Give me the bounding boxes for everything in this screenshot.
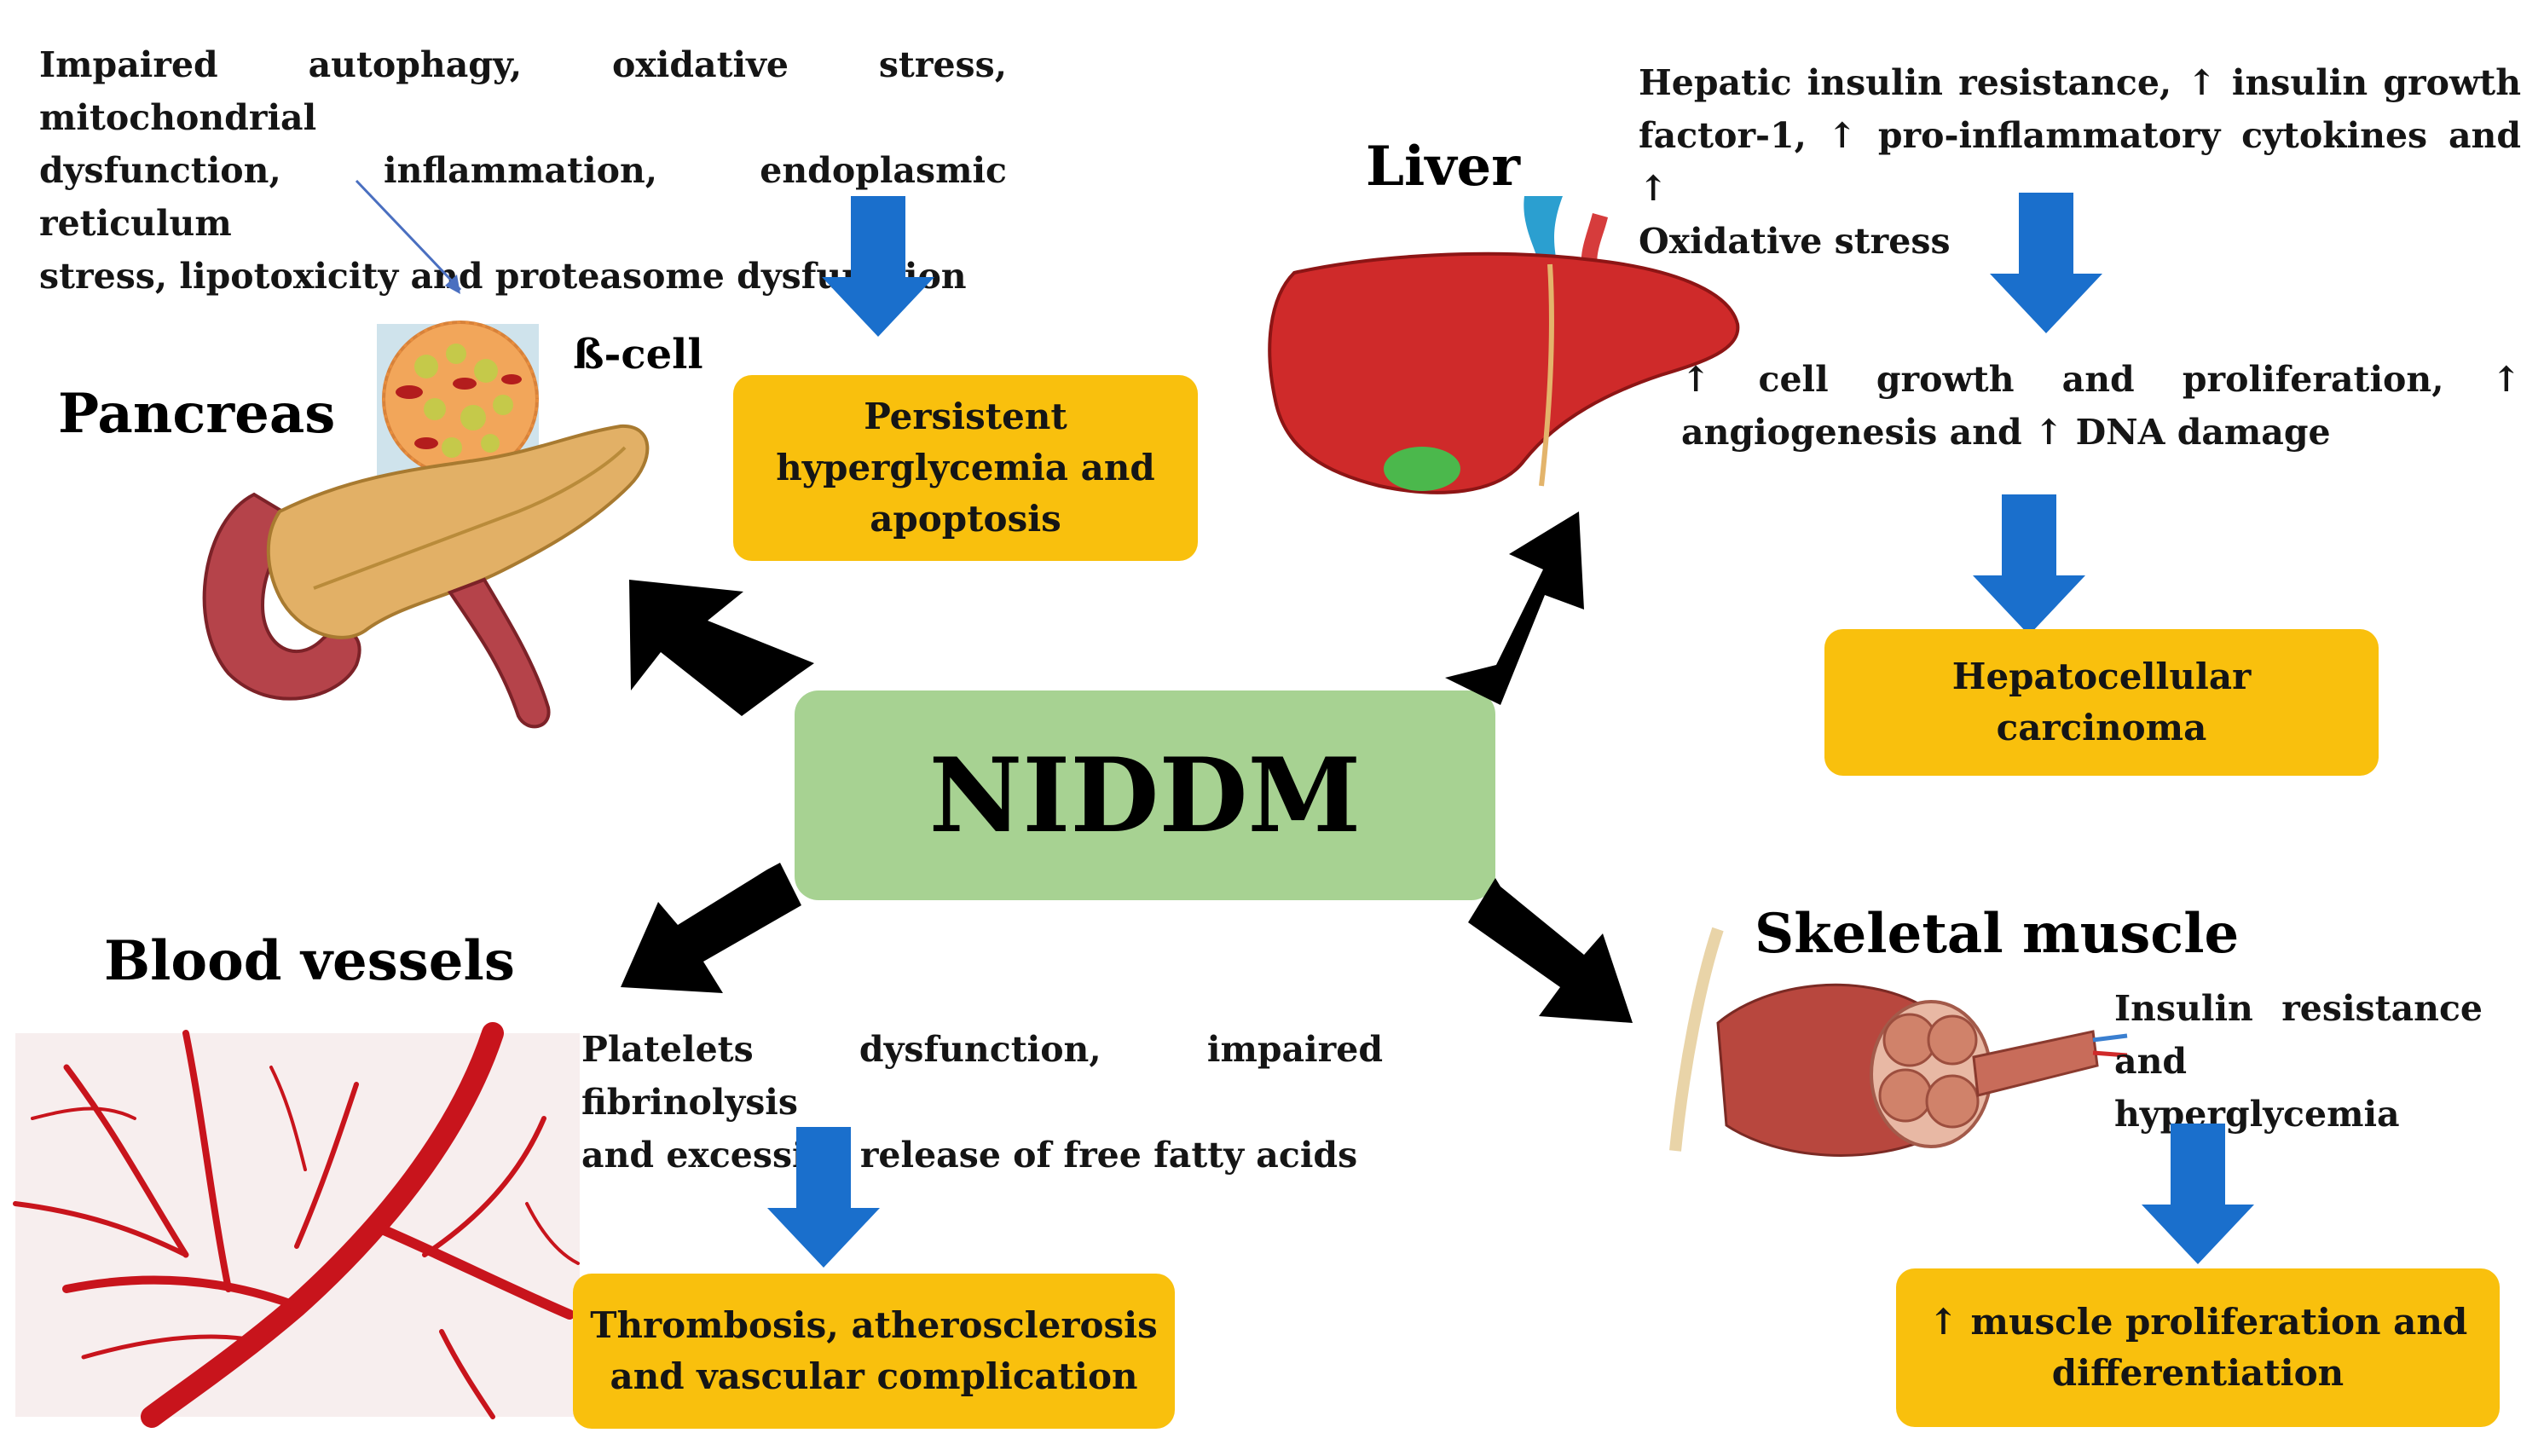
skeletal-muscle-outcome-box: ↑ muscle proliferation and differentiati… xyxy=(1896,1268,2500,1427)
liver-cause-line: Hepatic insulin resistance, ↑ insulin gr… xyxy=(1639,62,2521,103)
pancreas-cause-line: dysfunction, inflammation, endoplasmic r… xyxy=(39,150,1007,244)
liver-effect-line: angiogenesis and ↑ DNA damage xyxy=(1681,412,2331,453)
liver-outcome-box: Hepatocellular carcinoma xyxy=(1824,629,2379,776)
down-arrow-blood-vessels xyxy=(767,1127,880,1268)
arrow-to-liver-shape xyxy=(1445,511,1584,705)
liver-outcome-label: Hepatocellular carcinoma xyxy=(1951,656,2252,748)
skeletal-muscle-causes: Insulin resistance and hyperglycemia xyxy=(2114,982,2483,1141)
niddm-center-node: NIDDM xyxy=(795,690,1495,900)
liver-cause-line: factor-1, ↑ pro-inflammatory cytokines a… xyxy=(1639,115,2521,209)
down-arrow-liver-1 xyxy=(1990,193,2102,333)
liver-causes: Hepatic insulin resistance, ↑ insulin gr… xyxy=(1639,56,2521,268)
niddm-label: NIDDM xyxy=(928,735,1362,856)
liver-effects: ↑ cell growth and proliferation, ↑ angio… xyxy=(1681,353,2521,459)
blood-vessels-causes: Platelets dysfunction, impaired fibrinol… xyxy=(581,1023,1383,1182)
pancreas-outcome-box: Persistent hyperglycemia and apoptosis xyxy=(733,375,1198,561)
blood-vessels-outcome-box: Thrombosis, atherosclerosis and vascular… xyxy=(573,1274,1175,1429)
pancreas-causes: Impaired autophagy, oxidative stress, mi… xyxy=(39,38,1007,303)
arrow-to-muscle-shape xyxy=(1468,878,1633,1023)
liver-effect-line: ↑ cell growth and proliferation, ↑ xyxy=(1681,359,2521,400)
liver-cause-line: Oxidative stress xyxy=(1639,221,1951,262)
pancreas-illustration xyxy=(202,424,650,729)
muscle-cause-line: Insulin resistance xyxy=(2114,988,2483,1029)
skeletal-muscle-illustration xyxy=(1669,927,2128,1157)
down-arrow-liver-2 xyxy=(1973,494,2085,635)
pancreas-cause-line: stress, lipotoxicity and proteasome dysf… xyxy=(39,256,967,297)
down-arrow-skeletal-muscle xyxy=(2142,1124,2254,1264)
blood-vessels-cause-line: Platelets dysfunction, impaired fibrinol… xyxy=(581,1029,1383,1123)
liver-title: Liver xyxy=(1366,135,1520,199)
pancreas-outcome-line: apoptosis xyxy=(870,498,1061,540)
blood-vessels-outcome-line: Thrombosis, atherosclerosis xyxy=(590,1304,1158,1346)
blood-vessels-illustration xyxy=(13,1022,580,1428)
skeletal-muscle-title: Skeletal muscle xyxy=(1755,902,2240,966)
muscle-outcome-line: differentiation xyxy=(2051,1352,2345,1394)
pancreas-outcome-line: hyperglycemia and xyxy=(776,447,1155,488)
pancreas-outcome-line: Persistent xyxy=(864,396,1067,437)
beta-cell-label: ß-cell xyxy=(573,331,703,378)
arrow-to-pancreas-shape xyxy=(629,580,814,716)
blood-vessels-cause-line: and excessive release of free fatty acid… xyxy=(581,1135,1358,1176)
arrow-to-blood-vessels-shape xyxy=(621,863,801,993)
muscle-outcome-line: ↑ muscle proliferation and xyxy=(1928,1301,2468,1343)
liver-illustration xyxy=(1268,196,1740,494)
blood-vessels-title: Blood vessels xyxy=(104,929,515,993)
pancreas-title: Pancreas xyxy=(58,382,336,446)
muscle-cause-line: and hyperglycemia xyxy=(2114,1041,2400,1135)
pancreas-cause-line: Impaired autophagy, oxidative stress, mi… xyxy=(39,44,1007,138)
down-arrow-pancreas xyxy=(822,196,934,337)
blood-vessels-outcome-line: and vascular complication xyxy=(610,1355,1138,1397)
